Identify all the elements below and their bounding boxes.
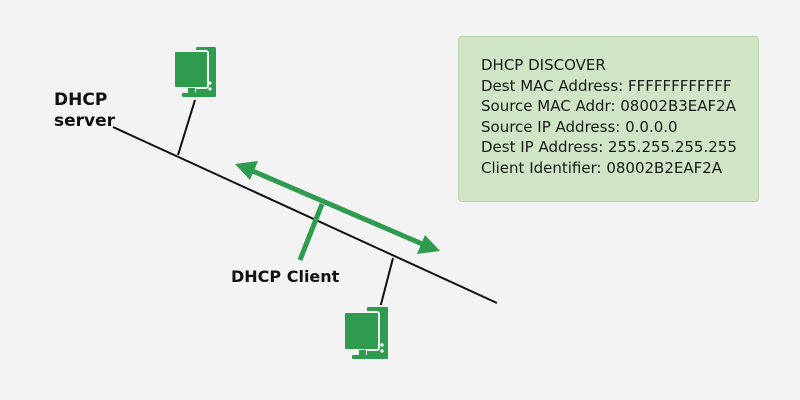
- field-value: 255.255.255.255: [608, 138, 737, 156]
- field-value: FFFFFFFFFFFF: [628, 76, 732, 95]
- bidirectional-arrow-icon: [235, 161, 440, 254]
- dhcp-client-label: DHCP Client: [231, 267, 340, 286]
- field-value: 08002B2EAF2A: [606, 158, 723, 177]
- field-label: Dest MAC Address: [481, 76, 619, 95]
- field-value: 0.0.0.0: [625, 117, 678, 136]
- client-drop-line: [378, 257, 394, 313]
- packet-field-source-mac: Source MAC Addr: 08002B3EAF2A: [481, 97, 736, 115]
- network-bus-line: [112, 126, 498, 304]
- server-label-line-2: server: [54, 111, 116, 131]
- packet-title: DHCP DISCOVER: [481, 56, 606, 74]
- dhcp-server-label: DHCP server: [54, 90, 115, 132]
- dhcp-discover-packet-box: DHCP DISCOVER Dest MAC Address: FFFFFFFF…: [458, 36, 759, 202]
- field-label: Source MAC Addr: [481, 97, 611, 115]
- packet-field-dest-mac: Dest MAC Address: FFFFFFFFFFFF: [481, 76, 732, 95]
- packet-field-dest-ip: Dest IP Address: 255.255.255.255: [481, 138, 737, 156]
- packet-field-client-id: Client Identifier: 08002B2EAF2A: [481, 158, 723, 177]
- field-label: Client Identifier: [481, 158, 597, 177]
- field-label: Source IP Address: [481, 117, 616, 136]
- packet-field-source-ip: Source IP Address: 0.0.0.0: [481, 117, 678, 136]
- field-label: Dest IP Address: [481, 138, 599, 156]
- client-computer-icon: [343, 305, 390, 361]
- field-value: 08002B3EAF2A: [620, 97, 736, 115]
- server-label-line-1: DHCP: [54, 90, 108, 110]
- client-pointer-line: [297, 203, 325, 261]
- server-computer-icon: [173, 45, 218, 99]
- server-drop-line: [177, 99, 196, 156]
